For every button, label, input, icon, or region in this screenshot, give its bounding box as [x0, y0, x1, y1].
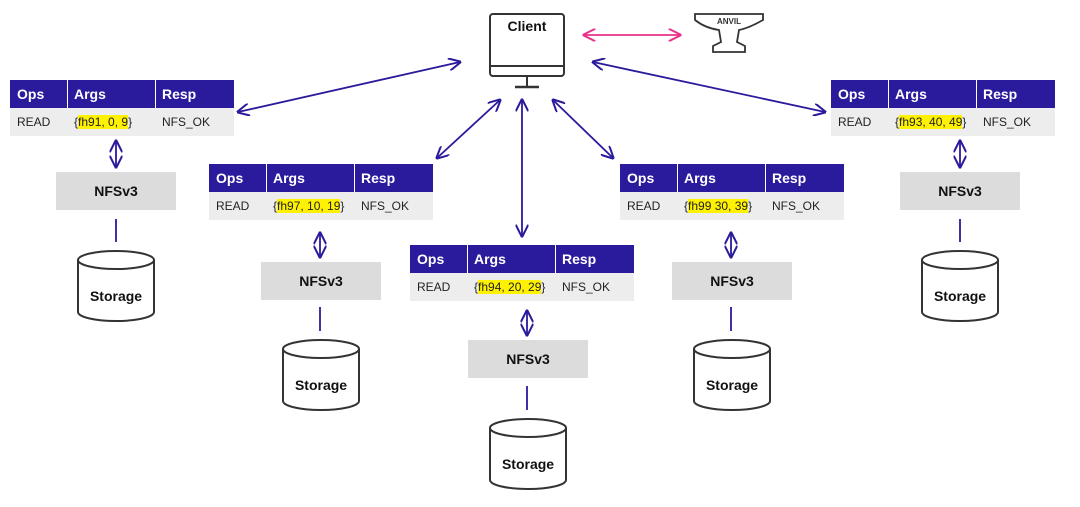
storage-label: Storage — [933, 288, 987, 304]
args-cell: {fh99 30, 39} — [684, 199, 753, 213]
args-highlight: fh91, 0, 9 — [78, 115, 129, 129]
table-header-row: Ops Args Resp — [10, 80, 234, 108]
storage-label: Storage — [89, 288, 143, 304]
client-monitor-icon — [489, 13, 565, 89]
args-cell: {fh93, 40, 49} — [895, 115, 967, 129]
node1-nfs-box: NFSv3 — [56, 172, 176, 210]
client-node2-arrow — [437, 100, 500, 158]
node5-storage: Storage — [920, 248, 1000, 322]
table-data-row: READ {fh99 30, 39} NFS_OK — [620, 192, 844, 220]
resp-cell: NFS_OK — [562, 280, 611, 294]
table-data-row: READ {fh93, 40, 49} NFS_OK — [831, 108, 1055, 136]
node2-storage: Storage — [281, 337, 361, 411]
anvil-text: ANVIL — [717, 17, 741, 26]
args-cell: {fh94, 20, 29} — [474, 280, 546, 294]
node5-nfs-box: NFSv3 — [900, 172, 1020, 210]
client-node5-arrow — [593, 62, 825, 112]
table-header-row: Ops Args Resp — [620, 164, 844, 192]
storage-label: Storage — [294, 377, 348, 393]
node4-table: Ops Args Resp READ {fh99 30, 39} NFS_OK — [620, 164, 844, 220]
ops-header: Ops — [216, 170, 244, 186]
args-highlight: fh97, 10, 19 — [277, 199, 341, 213]
ops-header: Ops — [838, 86, 866, 102]
ops-header: Ops — [417, 251, 445, 267]
resp-cell: NFS_OK — [162, 115, 211, 129]
table-header-row: Ops Args Resp — [831, 80, 1055, 108]
client-node4-arrow — [553, 100, 613, 158]
node2-table: Ops Args Resp READ {fh97, 10, 19} NFS_OK — [209, 164, 433, 220]
node3-nfs-box: NFSv3 — [468, 340, 588, 378]
table-data-row: READ {fh94, 20, 29} NFS_OK — [410, 273, 634, 301]
storage-cylinder-icon — [921, 250, 999, 322]
args-header: Args — [684, 170, 716, 186]
args-highlight: fh94, 20, 29 — [478, 280, 542, 294]
args-highlight: fh93, 40, 49 — [899, 115, 963, 129]
op-cell: READ — [627, 199, 661, 213]
args-cell: {fh97, 10, 19} — [273, 199, 345, 213]
resp-header: Resp — [562, 251, 597, 267]
storage-label: Storage — [501, 456, 555, 472]
node2-nfs-box: NFSv3 — [261, 262, 381, 300]
resp-cell: NFS_OK — [361, 199, 410, 213]
table-data-row: READ {fh91, 0, 9} NFS_OK — [10, 108, 234, 136]
ops-header: Ops — [17, 86, 45, 102]
storage-label: Storage — [705, 377, 759, 393]
ops-header: Ops — [627, 170, 655, 186]
args-header: Args — [74, 86, 106, 102]
storage-cylinder-icon — [489, 418, 567, 490]
resp-cell: NFS_OK — [983, 115, 1032, 129]
op-cell: READ — [17, 115, 51, 129]
node3-storage: Storage — [488, 416, 568, 490]
resp-header: Resp — [983, 86, 1018, 102]
client-node1-arrow — [238, 62, 460, 112]
args-header: Args — [273, 170, 305, 186]
storage-cylinder-icon — [282, 339, 360, 411]
anvil-logo: ANVIL — [694, 13, 764, 53]
resp-cell: NFS_OK — [772, 199, 821, 213]
table-header-row: Ops Args Resp — [209, 164, 433, 192]
resp-header: Resp — [361, 170, 396, 186]
op-cell: READ — [838, 115, 872, 129]
op-cell: READ — [417, 280, 451, 294]
resp-header: Resp — [162, 86, 197, 102]
node4-nfs-box: NFSv3 — [672, 262, 792, 300]
table-data-row: READ {fh97, 10, 19} NFS_OK — [209, 192, 433, 220]
table-header-row: Ops Args Resp — [410, 245, 634, 273]
resp-header: Resp — [772, 170, 807, 186]
storage-cylinder-icon — [693, 339, 771, 411]
args-header: Args — [474, 251, 506, 267]
client-label: Client — [507, 18, 547, 34]
args-header: Args — [895, 86, 927, 102]
node3-table: Ops Args Resp READ {fh94, 20, 29} NFS_OK — [410, 245, 634, 301]
op-cell: READ — [216, 199, 250, 213]
args-highlight: fh99 30, 39 — [688, 199, 749, 213]
node1-table: Ops Args Resp READ {fh91, 0, 9} NFS_OK — [10, 80, 234, 136]
node1-storage: Storage — [76, 248, 156, 322]
storage-cylinder-icon — [77, 250, 155, 322]
node5-table: Ops Args Resp READ {fh93, 40, 49} NFS_OK — [831, 80, 1055, 136]
node4-storage: Storage — [692, 337, 772, 411]
args-cell: {fh91, 0, 9} — [74, 115, 133, 129]
